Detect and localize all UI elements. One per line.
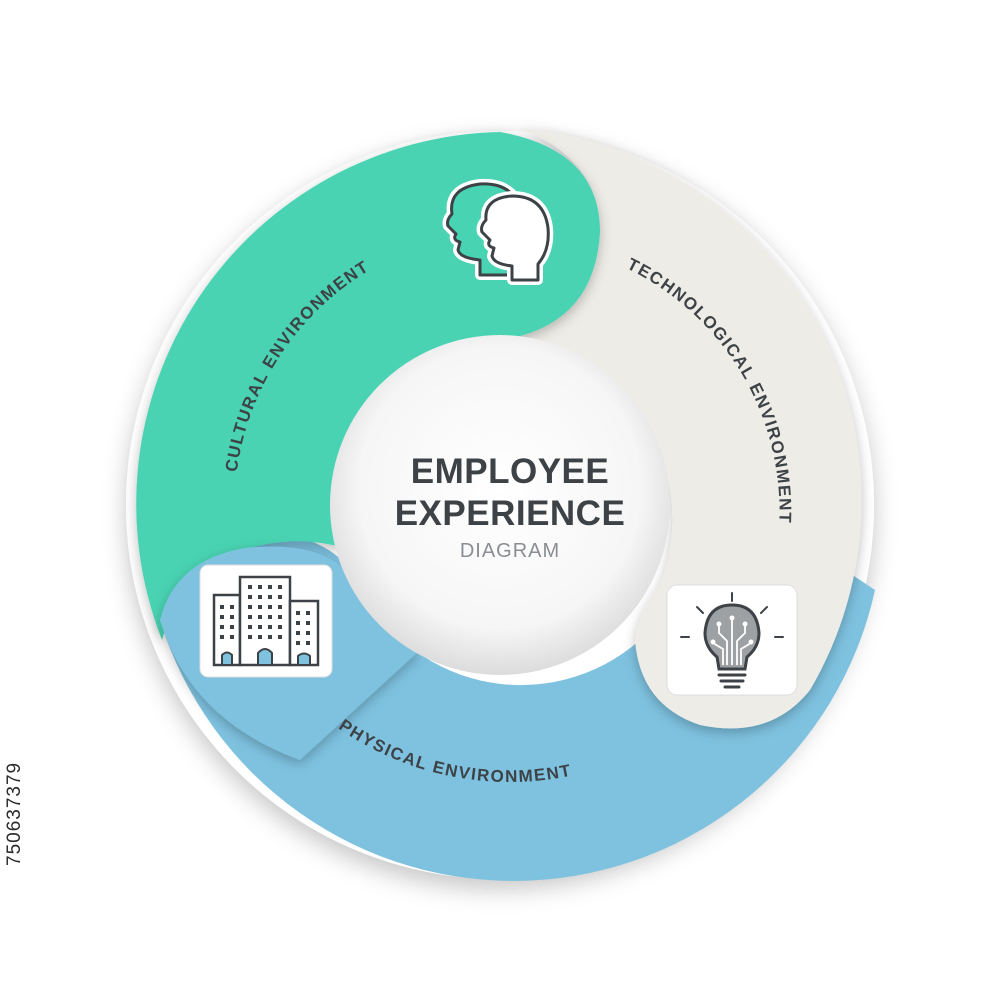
- segment-technological[interactable]: [512, 128, 862, 729]
- center-title-line1: EMPLOYEE: [410, 452, 610, 491]
- head-profile-icon: [442, 178, 554, 285]
- stock-id-text: 750637379: [4, 761, 25, 866]
- lightbulb-circuit-icon: [666, 584, 798, 696]
- office-buildings-icon: [199, 564, 333, 678]
- center-title-line2: EXPERIENCE: [394, 494, 626, 533]
- center-circle: [330, 335, 670, 675]
- center-subtitle: DIAGRAM: [459, 540, 561, 562]
